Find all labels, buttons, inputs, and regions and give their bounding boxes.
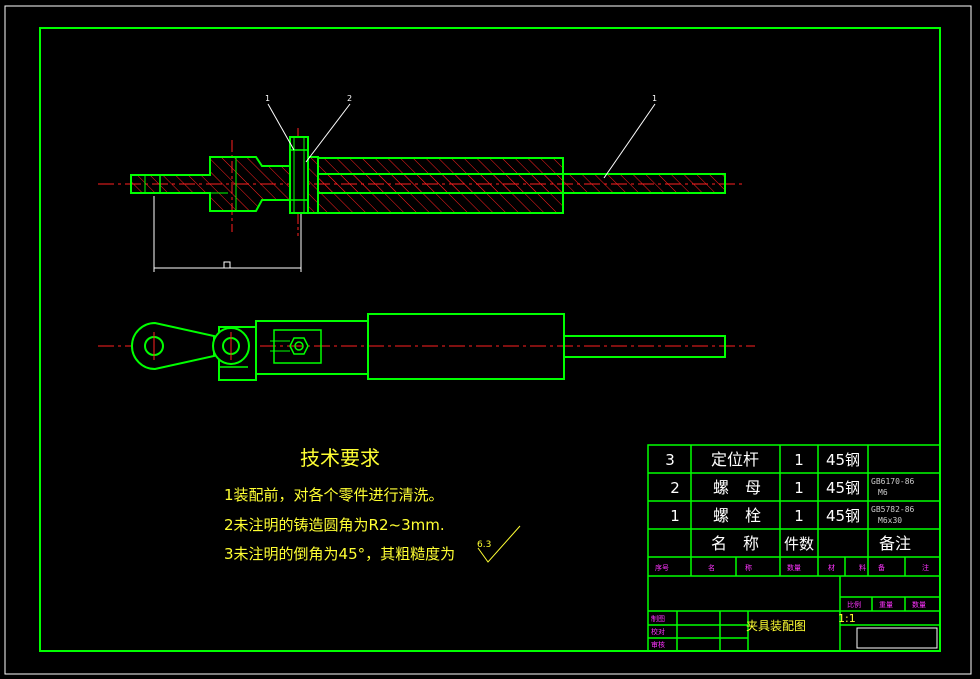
- titleblock-cell: 比例: [847, 600, 861, 609]
- titleblock-role: 校对: [651, 627, 665, 636]
- bom-header-name: 名 称: [711, 534, 759, 553]
- top-view: [98, 313, 755, 381]
- tech-note-2: 2未注明的铸造圆角为R2~3mm.: [224, 516, 445, 534]
- tech-heading: 技术要求: [300, 446, 380, 470]
- balloon-2: 2: [347, 94, 352, 103]
- bom-row-material: 45钢: [826, 507, 860, 525]
- balloon-1: 1: [265, 94, 270, 103]
- titleblock-role: 制图: [651, 614, 665, 623]
- bom-subheader: 材: [828, 563, 835, 572]
- bom-text: 3 定位杆 1 45钢 2 螺 母 1 45钢 GB6170-86 M6 1 螺…: [651, 450, 929, 649]
- titleblock-role: 审核: [651, 640, 665, 649]
- bom-row-name: 定位杆: [711, 450, 759, 469]
- bom-table: [647, 444, 941, 652]
- bom-header-note: 备注: [879, 534, 911, 553]
- svg-text:6.3: 6.3: [477, 540, 491, 550]
- bom-row-no: 3: [665, 451, 675, 469]
- bom-subheader: 序号: [655, 563, 669, 572]
- lug-part: [130, 156, 291, 212]
- bom-row-qty: 1: [794, 479, 804, 497]
- leaders: 1 2 1: [265, 94, 657, 179]
- tech-note-3: 3未注明的倒角为45°，其粗糙度为: [224, 545, 455, 563]
- titleblock-cell: 数量: [912, 600, 926, 609]
- bom-row-material: 45钢: [826, 479, 860, 497]
- outer-border: [4, 5, 972, 675]
- bom-subheader: 注: [922, 563, 929, 572]
- bom-row-note-b: M6: [878, 488, 888, 497]
- inner-frame: [39, 27, 941, 652]
- bom-row-name: 螺 栓: [713, 506, 761, 525]
- bom-row-note-b: M6x30: [878, 516, 902, 525]
- balloon-3: 1: [652, 94, 657, 103]
- bom-subheader: 数量: [787, 563, 801, 572]
- dimension-text-box: [223, 261, 231, 269]
- bom-row-no: 2: [670, 479, 680, 497]
- roughness-symbol: 6.3: [477, 525, 521, 563]
- tech-note-1: 1装配前，对各个零件进行清洗。: [224, 486, 444, 504]
- bom-row-note-a: GB6170-86: [871, 477, 915, 486]
- bom-header-qty: 件数: [784, 535, 814, 553]
- dimension: [153, 196, 302, 272]
- bom-subheader: 料: [859, 563, 866, 572]
- bom-subheader: 备: [878, 563, 885, 572]
- locating-rod-part: [317, 173, 726, 194]
- tech-requirements: 技术要求 1装配前，对各个零件进行清洗。 2未注明的铸造圆角为R2~3mm. 3…: [224, 446, 521, 563]
- bom-row-no: 1: [670, 507, 680, 525]
- section-view: [98, 128, 742, 236]
- bom-row-note-a: GB5782-86: [871, 505, 915, 514]
- bom-subheader: 称: [745, 563, 752, 572]
- bom-row-qty: 1: [794, 451, 804, 469]
- bom-row-material: 45钢: [826, 451, 860, 469]
- drawing-scale: 1:1: [838, 612, 856, 625]
- bom-row-name: 螺 母: [713, 478, 761, 497]
- drawing-title: 夹具装配图: [746, 619, 806, 633]
- bom-subheader: 名: [708, 563, 715, 572]
- bom-row-qty: 1: [794, 507, 804, 525]
- titleblock-cell: 重量: [879, 601, 893, 609]
